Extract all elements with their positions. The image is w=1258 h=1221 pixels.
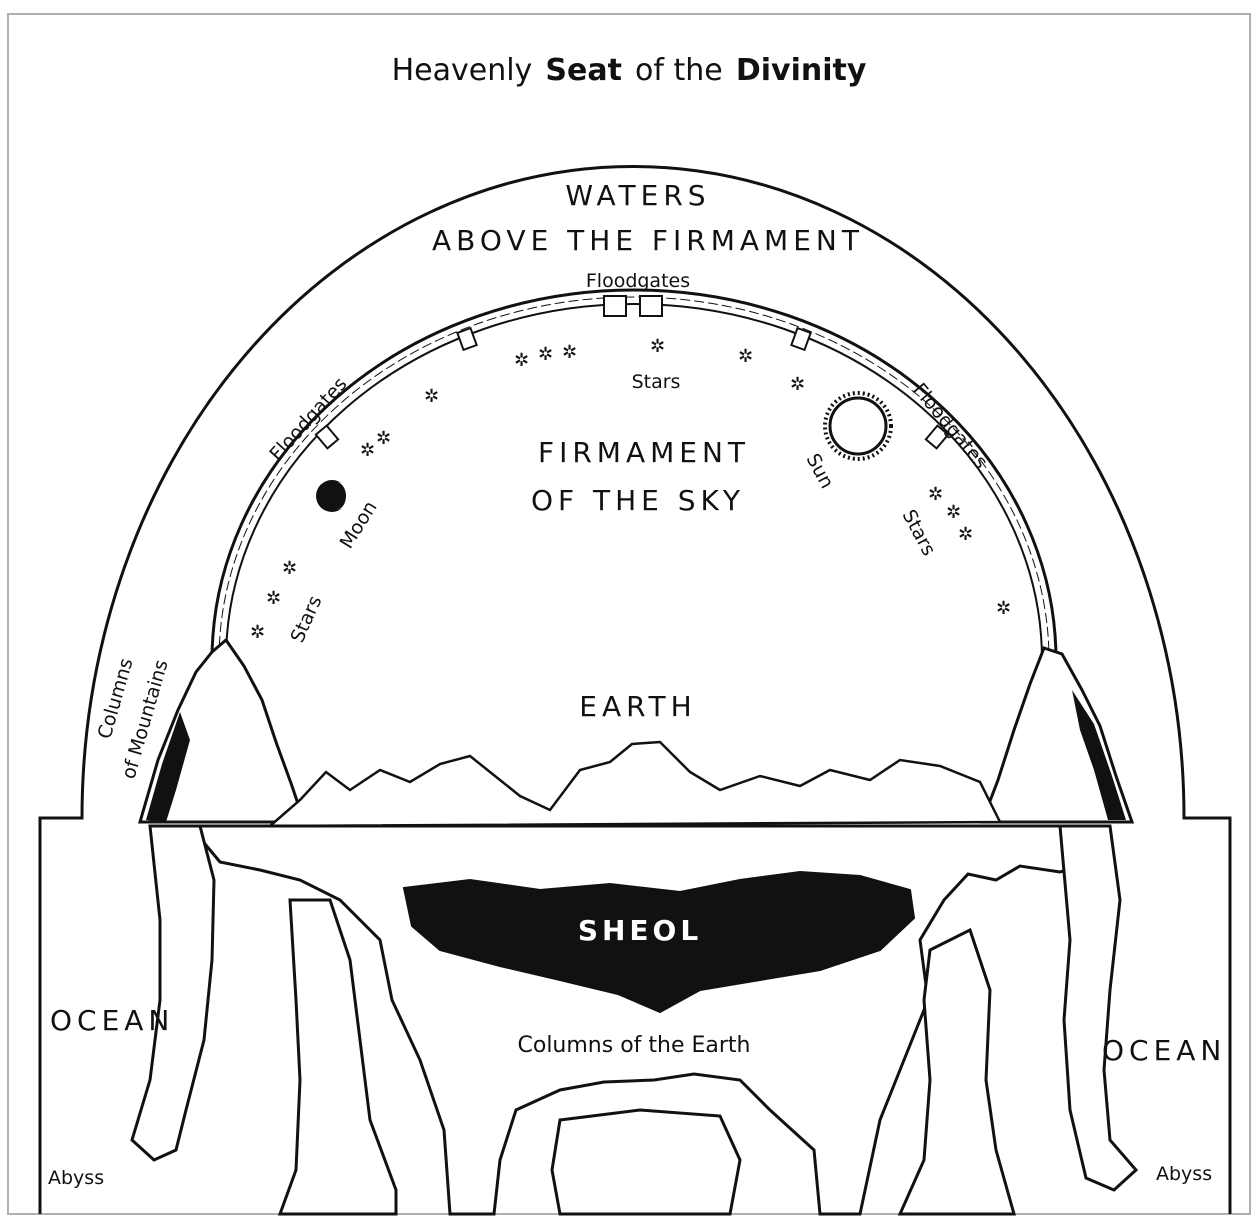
center-earth-column bbox=[552, 1110, 740, 1214]
firmament-label: FIRMAMENT bbox=[538, 436, 750, 469]
sun-icon bbox=[830, 398, 886, 454]
star-icon: ✲ bbox=[514, 350, 529, 371]
star-icon: ✲ bbox=[376, 428, 391, 449]
star-icon: ✲ bbox=[562, 342, 577, 363]
firmament-dome-outer bbox=[212, 290, 1056, 660]
floodgate-right-1 bbox=[791, 328, 810, 350]
firmament-dome-inner bbox=[226, 304, 1042, 660]
stars-top-label: Stars bbox=[632, 371, 681, 393]
floodgate-left-1 bbox=[457, 328, 476, 350]
star-icon: ✲ bbox=[790, 374, 805, 395]
ocean-left-label: OCEAN bbox=[50, 1004, 174, 1037]
stars-right-label: Stars bbox=[898, 506, 940, 559]
title-part-3: of the bbox=[635, 53, 723, 88]
columns-earth-label: Columns of the Earth bbox=[518, 1033, 751, 1058]
of-the-sky-label: OF THE SKY bbox=[531, 484, 745, 517]
abyss-left-label: Abyss bbox=[48, 1167, 104, 1189]
earth-mountain-range bbox=[270, 742, 1000, 826]
floodgates-right-label: Floodgates bbox=[908, 379, 992, 473]
star-icon: ✲ bbox=[360, 440, 375, 461]
title-part-4: Divinity bbox=[736, 53, 867, 88]
star-icon: ✲ bbox=[958, 524, 973, 545]
floodgates-top-label: Floodgates bbox=[586, 270, 690, 292]
star-icon: ✲ bbox=[538, 344, 553, 365]
star-icon: ✲ bbox=[424, 386, 439, 407]
left-earth-column bbox=[280, 900, 396, 1214]
star-icon: ✲ bbox=[266, 588, 281, 609]
star-icon: ✲ bbox=[738, 346, 753, 367]
floodgate-left-2 bbox=[316, 426, 338, 449]
floodgate-top-2 bbox=[640, 296, 662, 316]
title-part-1: Heavenly bbox=[392, 53, 533, 88]
above-firmament-label: ABOVE THE FIRMAMENT bbox=[432, 224, 864, 257]
floodgates-left-label: Floodgates bbox=[265, 373, 351, 465]
star-icon: ✲ bbox=[650, 336, 665, 357]
sun-label: Sun bbox=[802, 450, 838, 492]
abyss-right-label: Abyss bbox=[1156, 1163, 1212, 1185]
ocean-right-label: OCEAN bbox=[1102, 1034, 1226, 1067]
star-icon: ✲ bbox=[282, 558, 297, 579]
floodgate-top-1 bbox=[604, 296, 626, 316]
title-part-2: Seat bbox=[545, 53, 622, 88]
right-ocean-pillar bbox=[1060, 826, 1136, 1190]
earth-label: EARTH bbox=[579, 690, 696, 723]
star-icon: ✲ bbox=[928, 484, 943, 505]
firmament-dome-band bbox=[219, 297, 1049, 660]
star-icon: ✲ bbox=[946, 502, 961, 523]
stars-left-label: Stars bbox=[286, 592, 326, 646]
star-icon: ✲ bbox=[996, 598, 1011, 619]
left-ocean-pillar bbox=[132, 826, 214, 1160]
waters-label: WATERS bbox=[565, 179, 710, 212]
sheol-label: SHEOL bbox=[578, 914, 702, 947]
star-icon: ✲ bbox=[250, 622, 265, 643]
diagram-title: Heavenly Seat of the Divinity bbox=[392, 53, 867, 88]
